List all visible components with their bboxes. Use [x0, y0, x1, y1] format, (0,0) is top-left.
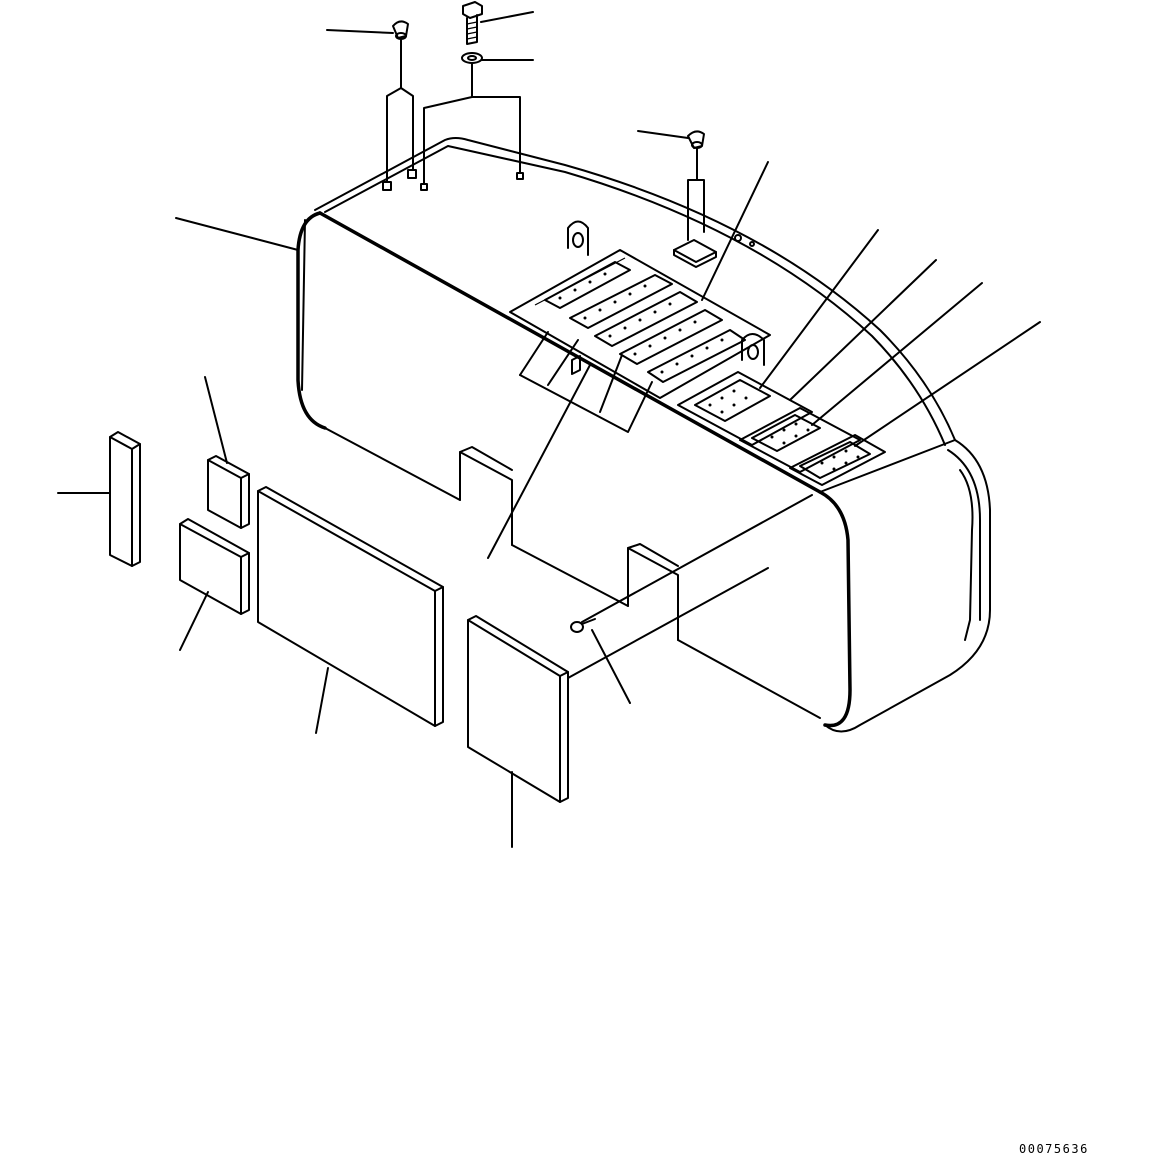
mat-slot-4 — [619, 309, 723, 365]
mat-plate-a — [677, 371, 813, 446]
plate-medium — [467, 615, 569, 803]
plate-narrow — [109, 431, 141, 567]
mat-perforation — [558, 272, 724, 374]
plate-small-upper — [207, 455, 250, 529]
bolt-icon — [462, 1, 483, 45]
mat-slot-1 — [544, 261, 631, 309]
screw-icon — [570, 618, 596, 633]
mat-plate-c — [789, 434, 886, 486]
mat-slot-3 — [594, 291, 698, 347]
mat-plate-large — [509, 220, 771, 399]
mounting-holes — [382, 169, 524, 191]
lifting-eye-front — [741, 333, 765, 366]
leader-lines — [57, 11, 1041, 848]
plate-small-lower — [179, 518, 250, 615]
lifting-eye-rear — [567, 220, 589, 256]
washer-icon — [461, 52, 483, 64]
plate-large — [257, 486, 444, 727]
mat-plate-b — [739, 407, 861, 473]
mat-slot-5 — [647, 329, 746, 383]
cap-nut-icon — [392, 20, 409, 40]
mat-slot-2 — [569, 274, 673, 329]
cap-nut-icon-right — [687, 130, 705, 149]
counterweight-body — [296, 137, 991, 733]
drawing-code: 00075636 — [1019, 1142, 1089, 1156]
top-cover-plate — [571, 234, 755, 375]
